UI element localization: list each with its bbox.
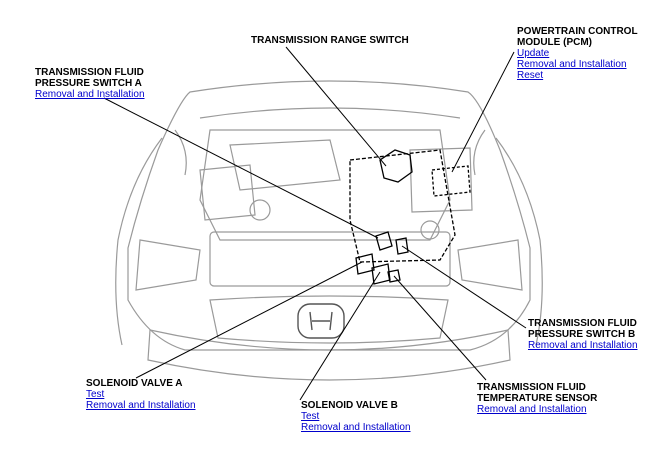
leader-solenoid-a [135, 261, 363, 379]
solenoid-b-test-link[interactable]: Test [301, 411, 320, 422]
fluid-cap-left [249, 199, 271, 221]
grille [209, 295, 449, 344]
pcm-reset-link[interactable]: Reset [517, 70, 544, 81]
temp-sensor-shape [387, 269, 401, 283]
transmission-components [349, 149, 471, 285]
callout-solenoid-a: SOLENOID VALVE A Test Removal and Instal… [86, 378, 196, 411]
leader-range-switch [285, 46, 387, 167]
pressure-switch-b-title-line-1: TRANSMISSION FLUID [528, 318, 637, 329]
fender-left [115, 137, 163, 346]
radiator [209, 231, 451, 287]
callout-pressure-switch-a: TRANSMISSION FLUID PRESSURE SWITCH A Rem… [35, 67, 145, 100]
pressure-switch-a-removal-link[interactable]: Removal and Installation [35, 89, 145, 100]
hood-outline [127, 80, 531, 351]
callout-pressure-switch-b: TRANSMISSION FLUID PRESSURE SWITCH B Rem… [528, 318, 638, 351]
leader-pressure-switch-a [103, 97, 379, 239]
solenoid-b-removal-link[interactable]: Removal and Installation [301, 422, 411, 433]
honda-emblem-icon [297, 303, 345, 339]
intake-manifold [229, 139, 341, 191]
pressure-switch-a-title-line-2: PRESSURE SWITCH A [35, 78, 142, 89]
battery [409, 147, 473, 213]
pressure-switch-b-title-line-2: PRESSURE SWITCH B [528, 329, 636, 340]
temp-sensor-removal-link[interactable]: Removal and Installation [477, 404, 587, 415]
temp-sensor-title-line-2: TEMPERATURE SENSOR [477, 393, 598, 404]
strut-right [473, 129, 486, 176]
leader-lines [103, 46, 527, 401]
pcm-title-line-2: MODULE (PCM) [517, 37, 592, 48]
air-box [199, 164, 256, 221]
pcm-removal-link[interactable]: Removal and Installation [517, 59, 627, 70]
leader-pcm [451, 51, 515, 173]
solenoid-a-test-link[interactable]: Test [86, 389, 105, 400]
callout-temp-sensor: TRANSMISSION FLUID TEMPERATURE SENSOR Re… [477, 382, 597, 415]
strut-left [174, 129, 187, 176]
callout-pcm: POWERTRAIN CONTROL MODULE (PCM) Update R… [517, 26, 638, 81]
pressure-switch-a-title-line-1: TRANSMISSION FLUID [35, 67, 144, 78]
fluid-cap-right [420, 220, 440, 240]
leader-pressure-switch-b [401, 245, 527, 329]
range-switch-shape [379, 149, 413, 183]
leader-temp-sensor [393, 275, 487, 381]
solenoid-a-title: SOLENOID VALVE A [86, 378, 183, 389]
fender-right [495, 137, 543, 346]
solenoid-a-shape [355, 253, 375, 275]
bumper [147, 329, 511, 381]
temp-sensor-title-line-1: TRANSMISSION FLUID [477, 382, 586, 393]
solenoid-a-removal-link[interactable]: Removal and Installation [86, 400, 196, 411]
solenoid-b-title: SOLENOID VALVE B [301, 400, 398, 411]
headlight-right [457, 239, 523, 291]
callout-range-switch: TRANSMISSION RANGE SWITCH [251, 35, 409, 46]
pressure-switch-a-shape [375, 231, 393, 251]
pcm-shape [431, 165, 471, 197]
callout-solenoid-b: SOLENOID VALVE B Test Removal and Instal… [301, 400, 411, 433]
headlight-left [135, 239, 201, 291]
pcm-update-link[interactable]: Update [517, 48, 550, 59]
range-switch-title: TRANSMISSION RANGE SWITCH [251, 35, 409, 46]
pressure-switch-b-shape [395, 237, 409, 255]
vehicle-front-drawing [115, 80, 543, 381]
transmission-case [349, 149, 456, 263]
engine-block [199, 129, 451, 241]
leader-solenoid-b [299, 271, 381, 401]
cowl-line [199, 107, 461, 119]
pressure-switch-b-removal-link[interactable]: Removal and Installation [528, 340, 638, 351]
pcm-title-line-1: POWERTRAIN CONTROL [517, 26, 638, 37]
